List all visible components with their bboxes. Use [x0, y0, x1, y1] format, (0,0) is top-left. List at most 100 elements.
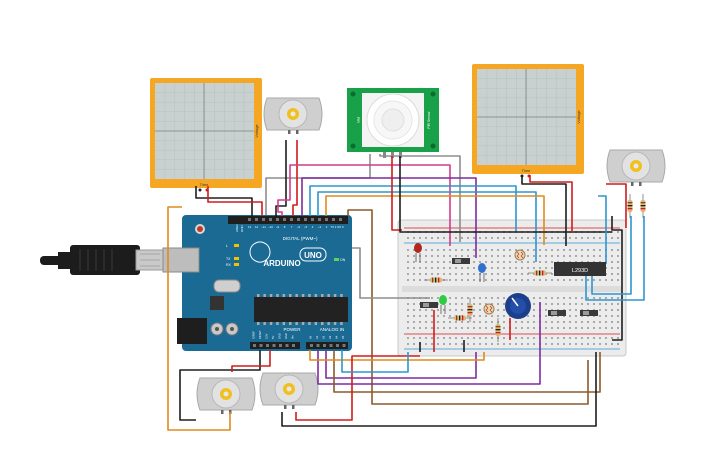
analog-pin[interactable] [310, 344, 313, 347]
digital-pin[interactable] [339, 218, 342, 221]
power-pin-label: GND [284, 333, 288, 339]
analog-pin[interactable] [342, 344, 346, 347]
analog-pin[interactable] [336, 344, 339, 347]
l293d-chip[interactable]: L293D [554, 262, 606, 276]
slide-switch-icon[interactable] [420, 302, 438, 308]
wire-red[interactable] [207, 186, 263, 216]
wire-black[interactable] [281, 352, 597, 427]
dc-motors [196, 97, 666, 414]
dc-motor-icon[interactable] [606, 149, 666, 186]
analog-label: ANALOG IN [320, 327, 345, 332]
wire-blue[interactable] [341, 350, 409, 373]
wire-pink[interactable] [277, 164, 451, 246]
led-blue-icon[interactable] [478, 263, 486, 282]
digital-pin[interactable] [311, 218, 314, 221]
digital-pin[interactable] [248, 218, 251, 221]
power-pin[interactable] [266, 344, 269, 347]
wire-purple[interactable] [325, 350, 477, 379]
wire-black[interactable] [399, 156, 612, 233]
digital-pin[interactable] [318, 218, 321, 221]
wire-blue[interactable] [309, 185, 517, 232]
resistor-icon[interactable] [627, 194, 633, 218]
slide-switch-icon[interactable] [548, 310, 566, 316]
wire-black[interactable] [179, 350, 261, 421]
wires[interactable] [167, 140, 645, 431]
wire-gray[interactable] [352, 247, 430, 299]
wire-red[interactable] [391, 156, 402, 231]
dc-motor-icon[interactable] [196, 377, 256, 414]
oscilloscope-voltage-label: Voltage [254, 124, 259, 138]
digital-pin[interactable] [262, 218, 265, 221]
power-pin[interactable] [292, 344, 295, 347]
photoresistor-icon[interactable] [514, 249, 526, 261]
analog-pin[interactable] [316, 344, 320, 347]
analog-pin-label: A3 [328, 335, 332, 339]
wire-red[interactable] [529, 175, 573, 232]
analog-pin[interactable] [329, 344, 333, 347]
digital-pin-label: 12 [255, 225, 259, 229]
led-red-icon[interactable] [414, 243, 422, 262]
potentiometer-icon[interactable] [505, 293, 531, 319]
analog-pin[interactable] [323, 344, 326, 347]
resistor-icon[interactable] [467, 298, 473, 322]
wire-orange[interactable] [325, 195, 545, 245]
wire-brown[interactable] [333, 350, 601, 393]
wire-orange[interactable] [167, 206, 231, 431]
digital-pin[interactable] [255, 218, 258, 221]
wire-purple[interactable] [317, 302, 541, 385]
digital-pin[interactable] [304, 218, 307, 221]
wire-blue[interactable] [591, 216, 632, 295]
digital-pin[interactable] [290, 218, 293, 221]
wire-brown[interactable] [347, 209, 589, 405]
power-pin[interactable] [272, 344, 276, 347]
wire-black[interactable] [611, 216, 623, 341]
slide-switch-icon[interactable] [452, 258, 470, 264]
power-pin[interactable] [285, 344, 289, 347]
wire-blue[interactable] [317, 191, 537, 262]
analog-pin-label: A4 [335, 335, 339, 339]
digital-pin[interactable] [297, 218, 300, 221]
resistor-icon[interactable] [495, 318, 501, 342]
wire-black[interactable] [195, 186, 253, 216]
led-green-icon[interactable] [439, 295, 447, 314]
digital-pin[interactable] [276, 218, 279, 221]
resistor-icon[interactable] [424, 277, 448, 283]
wire-purple[interactable] [301, 177, 477, 258]
wire-black[interactable] [521, 175, 567, 246]
power-pin[interactable] [253, 344, 256, 347]
resistor-icon[interactable] [448, 315, 472, 321]
arduino-logo: ARDUINO [263, 259, 300, 268]
wire-black[interactable] [275, 140, 287, 216]
wire-blue[interactable] [598, 195, 607, 264]
power-pin[interactable] [279, 344, 282, 347]
wire-red[interactable] [292, 140, 298, 216]
oscilloscope-right[interactable]: Voltage Time [472, 64, 584, 178]
pir-sensor[interactable]: PIR PIR Sensor [347, 88, 439, 158]
digital-pin[interactable] [283, 218, 286, 221]
power-pin-label: 3.3V [265, 333, 269, 339]
digital-pin[interactable] [332, 218, 335, 221]
oscilloscope-left[interactable]: Voltage Time [150, 78, 262, 192]
wire-red[interactable] [231, 350, 271, 372]
dc-motor-icon[interactable] [263, 97, 323, 134]
wire-red[interactable] [606, 183, 627, 228]
photoresistor-icon[interactable] [483, 303, 495, 315]
resistor-icon[interactable] [640, 194, 646, 218]
digital-pin[interactable] [269, 218, 272, 221]
analog-pin-label: A2 [322, 335, 326, 339]
wire-gray[interactable] [379, 154, 461, 242]
power-pin[interactable] [259, 344, 263, 347]
digital-pin-label: ~6 [297, 225, 301, 229]
wire-red[interactable] [295, 355, 420, 421]
slide-switch-icon[interactable] [580, 310, 598, 316]
wire-blue[interactable] [585, 216, 645, 301]
wire-orange[interactable] [309, 350, 485, 361]
digital-pin[interactable] [325, 218, 328, 221]
dc-motor-icon[interactable] [259, 372, 319, 409]
resistor-icon[interactable] [528, 270, 552, 276]
